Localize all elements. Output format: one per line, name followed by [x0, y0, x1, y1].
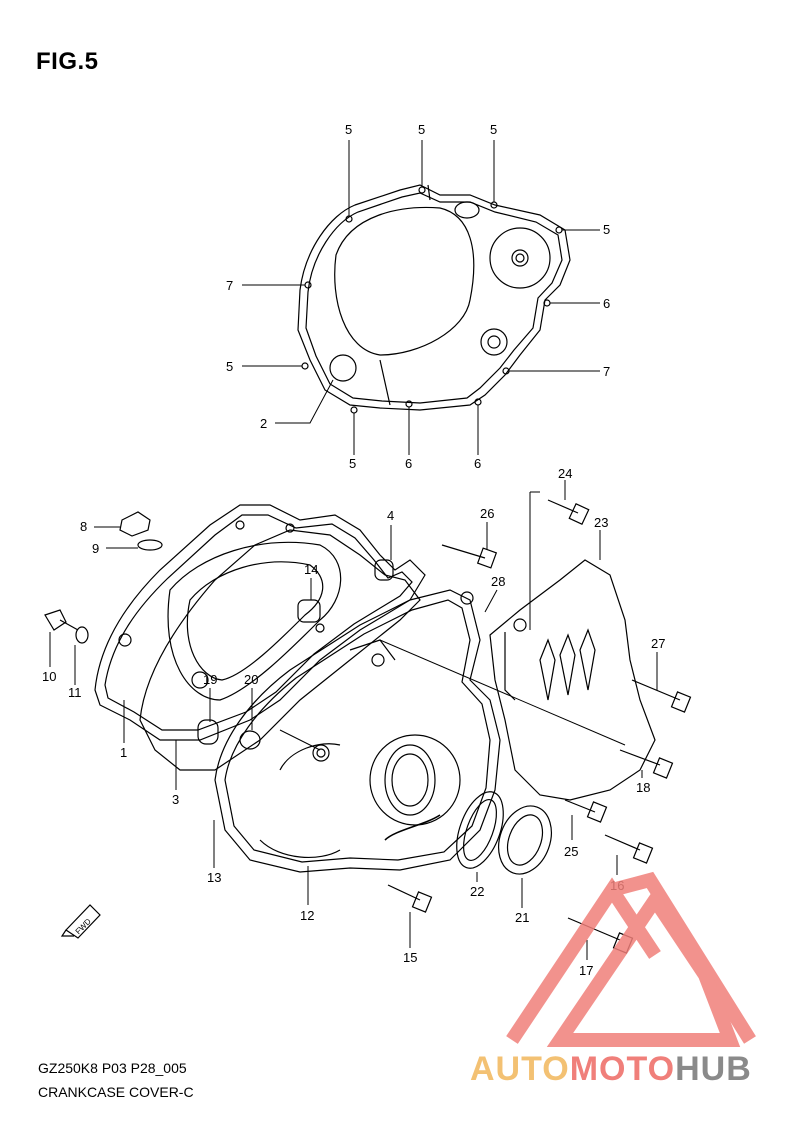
callout-8: 8: [80, 519, 87, 534]
cover-bolts: [387, 499, 692, 954]
callout-6: 6: [603, 296, 610, 311]
callout-17: 17: [579, 963, 593, 978]
callout-1: 1: [120, 745, 127, 760]
callout-24: 24: [558, 466, 572, 481]
oil-filler-cap: [119, 511, 163, 551]
callout-22: 22: [470, 884, 484, 899]
crankcase-cover-inner: [94, 504, 426, 741]
model-code: GZ250K8 P03 P28_005: [38, 1060, 187, 1076]
cover-gasket: [139, 529, 421, 771]
dowel-pins: [297, 559, 394, 623]
lower-leader-lines: [49, 480, 658, 960]
callout-11: 11: [68, 685, 82, 700]
watermark-moto: MOTO: [569, 1050, 676, 1088]
watermark-text: AUTOMOTOHUB: [470, 1050, 752, 1089]
figure-title: FIG.5: [36, 48, 99, 75]
timing-cap-and-oring: [456, 791, 552, 875]
upper-leader-lines: [242, 140, 600, 455]
callout-5: 5: [603, 222, 610, 237]
callout-4: 4: [387, 508, 394, 523]
callout-19: 19: [203, 672, 217, 687]
sprocket-cover: [489, 559, 656, 801]
fwd-arrow: [60, 904, 101, 939]
upper-gasket-outline: [297, 184, 571, 414]
callout-27: 27: [651, 636, 665, 651]
callout-7: 7: [226, 278, 233, 293]
callout-25: 25: [564, 844, 578, 859]
callout-21: 21: [515, 910, 529, 925]
callout-7: 7: [603, 364, 610, 379]
callout-20: 20: [244, 672, 258, 687]
watermark-hub: HUB: [675, 1050, 752, 1088]
callout-5: 5: [349, 456, 356, 471]
callout-10: 10: [42, 669, 56, 684]
callout-12: 12: [300, 908, 314, 923]
callout-6: 6: [474, 456, 481, 471]
callout-5: 5: [345, 122, 352, 137]
callout-13: 13: [207, 870, 221, 885]
watermark-auto: AUTO: [470, 1050, 570, 1088]
callout-3: 3: [172, 792, 179, 807]
callout-23: 23: [594, 515, 608, 530]
bolt-and-washer: [44, 609, 89, 644]
callout-labels: 5 5 5 5 7 6 5 7 2 5 6 6 24 23 8 9 4 26 1…: [42, 122, 665, 978]
callout-15: 15: [403, 950, 417, 965]
plug-and-oring: [197, 719, 261, 750]
callout-14: 14: [304, 562, 318, 577]
callout-18: 18: [636, 780, 650, 795]
figure-caption: CRANKCASE COVER-C: [38, 1084, 194, 1100]
callout-28: 28: [491, 574, 505, 589]
callout-5: 5: [418, 122, 425, 137]
callout-26: 26: [480, 506, 494, 521]
callout-5: 5: [226, 359, 233, 374]
callout-5: 5: [490, 122, 497, 137]
crankcase-cover-outer: [214, 589, 501, 873]
callout-2: 2: [260, 416, 267, 431]
callout-6: 6: [405, 456, 412, 471]
watermark-logo: [506, 871, 756, 1047]
callout-9: 9: [92, 541, 99, 556]
